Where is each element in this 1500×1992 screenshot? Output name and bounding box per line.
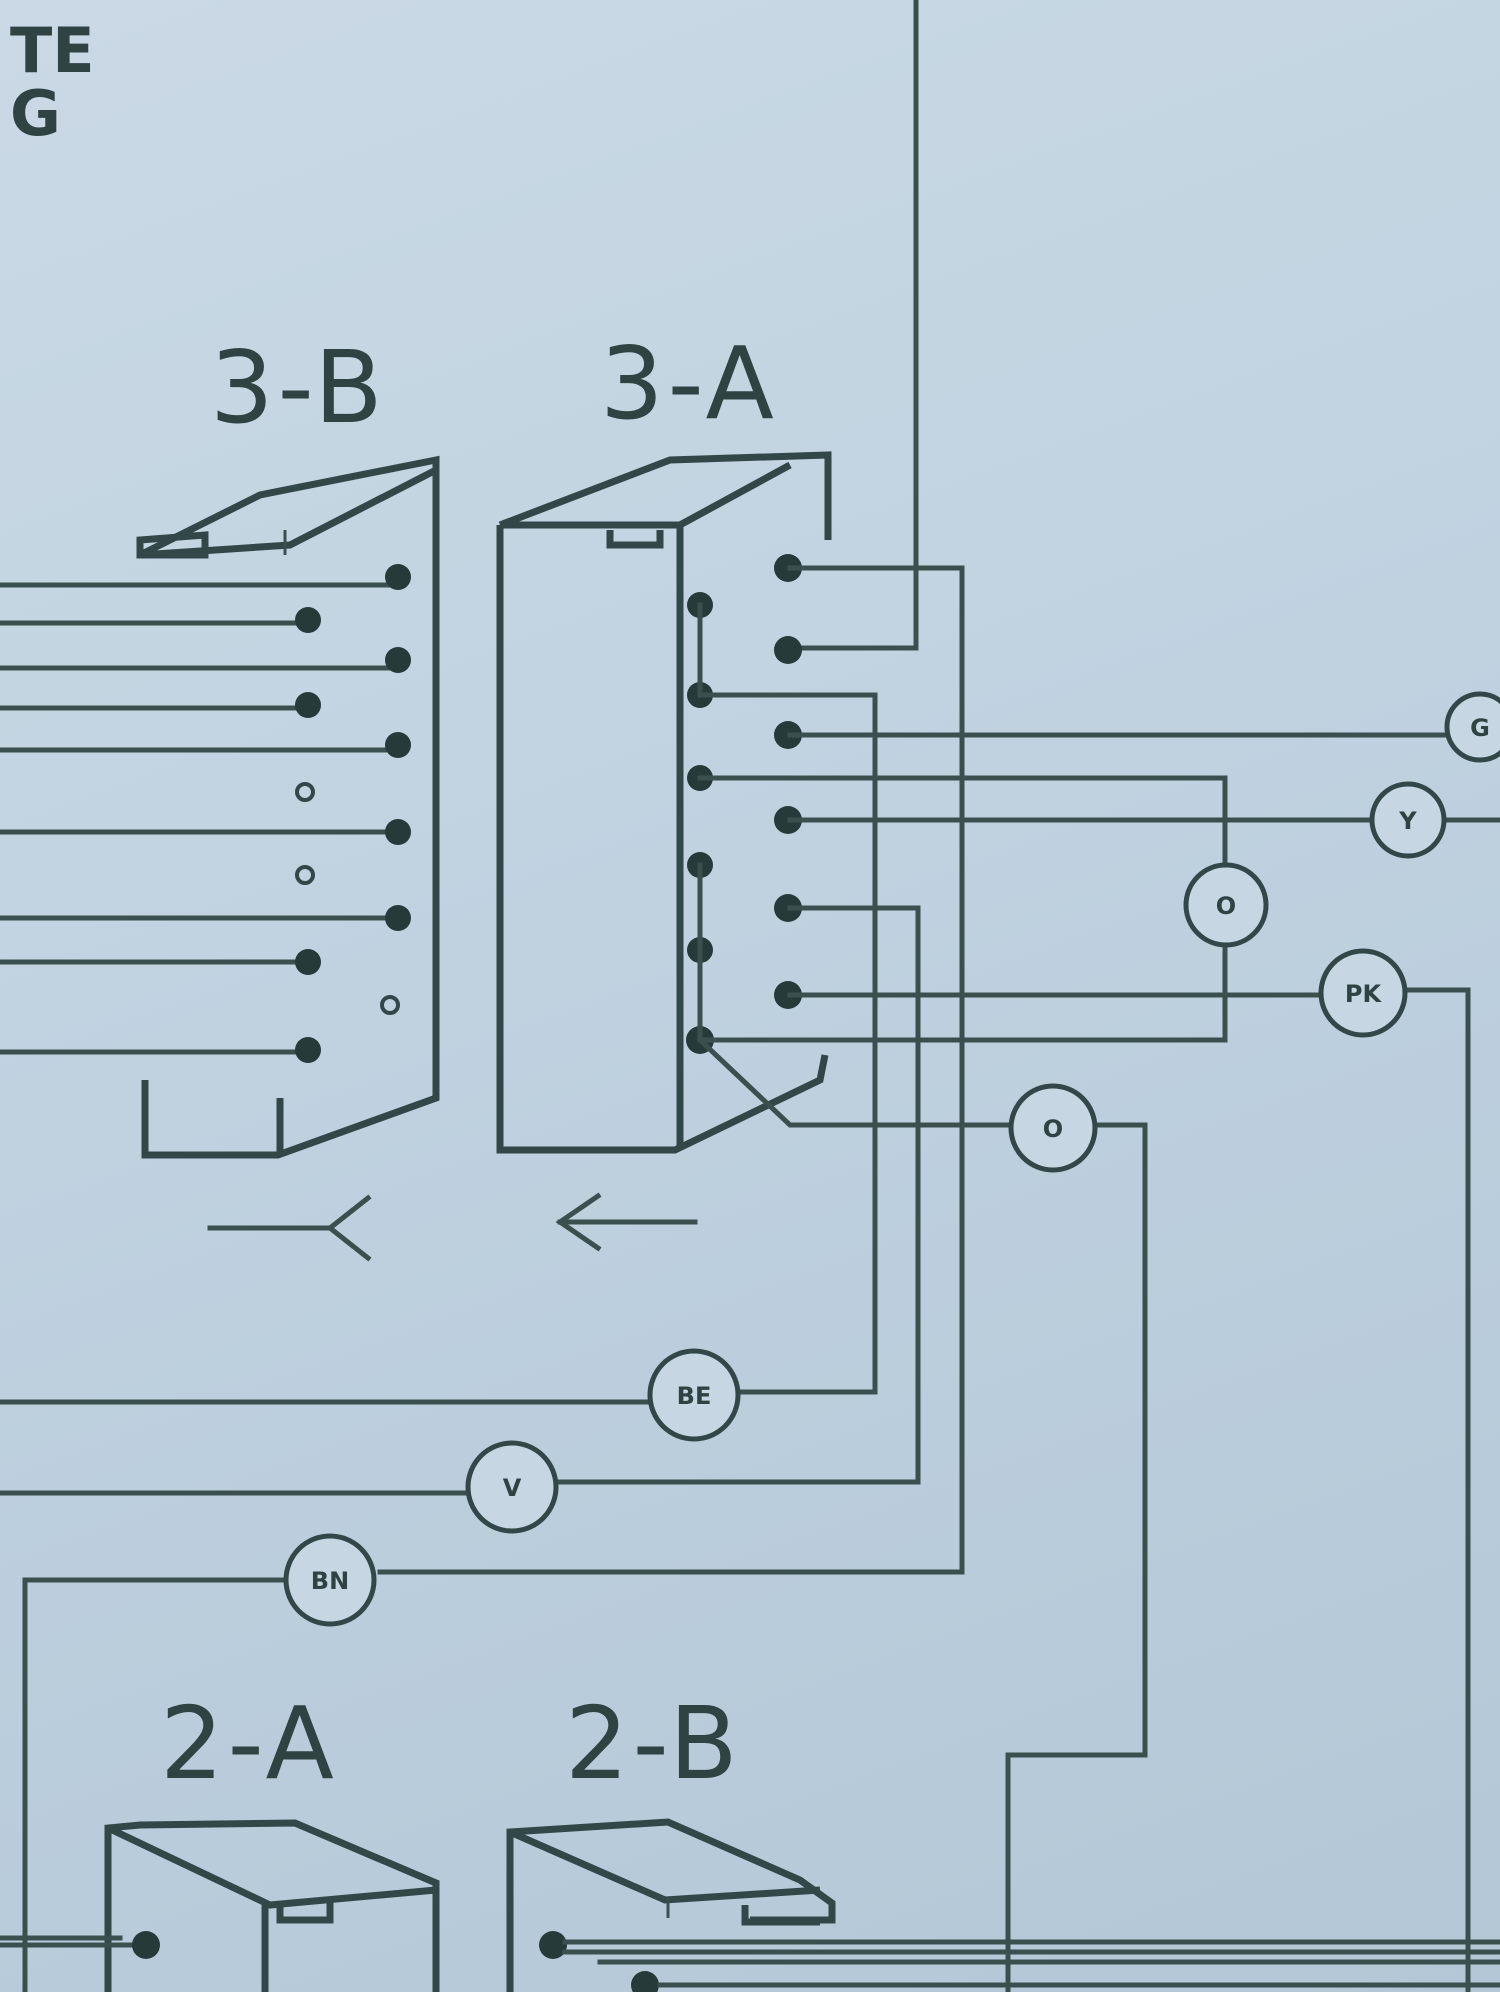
connector-3b-housing xyxy=(138,455,440,1159)
wire-bn-rail xyxy=(377,565,965,1575)
connector-3a-top xyxy=(498,451,832,540)
connector-3a xyxy=(496,451,832,1154)
pin-3b-12 xyxy=(295,1037,321,1063)
connector-3a-lid xyxy=(500,461,792,529)
pin-3b-9 xyxy=(385,905,411,931)
pin-3b-1 xyxy=(385,564,411,590)
wire-tag-pk: PK xyxy=(1318,948,1408,1038)
wire-tag-o-upper: O xyxy=(1183,862,1269,948)
corner-text-line-2: G xyxy=(10,77,61,150)
connector-2b-housing xyxy=(506,1818,836,1992)
wire-tags: G Y O PK O BE xyxy=(283,691,1500,1627)
connector-label-3a: 3-A xyxy=(600,325,778,442)
pin-2b-1 xyxy=(539,1931,567,1959)
wire-network xyxy=(0,565,1500,1992)
svg-text:Y: Y xyxy=(1398,807,1417,835)
wire-tag-be: BE xyxy=(647,1348,741,1442)
connector-3a-latch xyxy=(606,530,664,549)
wire-o-lower xyxy=(696,1036,1013,1128)
pin-3b-2 xyxy=(295,607,321,633)
wire-tag-bn: BN xyxy=(283,1533,377,1627)
wire-tag-g: G xyxy=(1444,691,1500,763)
wires-2b-out xyxy=(562,1939,1500,1988)
wire-v-rail xyxy=(552,905,921,1485)
connector-label-3b: 3-B xyxy=(210,329,387,446)
svg-text:O: O xyxy=(1216,892,1236,920)
connector-2a-latch xyxy=(276,1900,334,1924)
wire-bn-left xyxy=(22,1577,303,1992)
wire-tag-o-lower: O xyxy=(1008,1083,1098,1173)
wire-tag-y: Y xyxy=(1369,781,1447,859)
connector-3a-pins xyxy=(686,554,802,1054)
connector-2b-latch xyxy=(741,1905,820,1926)
connector-2a xyxy=(0,1819,440,1992)
direction-fork-arrow-icon xyxy=(207,1194,372,1262)
pin-3b-7 xyxy=(385,819,411,845)
svg-text:BN: BN xyxy=(311,1567,349,1595)
wire-o-lower-out xyxy=(1005,1122,1148,1992)
connector-3b-latch xyxy=(136,531,209,559)
connector-2b-lid xyxy=(508,1828,821,1904)
pin-2a-1 xyxy=(132,1931,160,1959)
wire-tag-v: V xyxy=(465,1440,559,1534)
pin-3b-10 xyxy=(295,949,321,975)
connector-2a-lid xyxy=(106,1824,437,1909)
connector-label-2a: 2-A xyxy=(160,1685,338,1802)
wire-be-rail xyxy=(697,692,878,1395)
direction-left-arrow-icon xyxy=(555,1192,698,1252)
pin-3a-2 xyxy=(774,636,802,664)
connector-2a-housing xyxy=(104,1819,440,1992)
connector-3b-lid xyxy=(139,466,438,559)
pin-3b-8-empty xyxy=(295,865,315,885)
wire-o-upper-bottom xyxy=(697,942,1228,1043)
wire-o-upper-top xyxy=(697,775,1228,868)
svg-text:PK: PK xyxy=(1345,980,1383,1008)
wire-top-feed xyxy=(787,0,919,651)
wire-pk-out xyxy=(1405,987,1471,1992)
svg-text:BE: BE xyxy=(677,1382,712,1410)
connector-3b-wires xyxy=(0,582,399,1055)
connector-3b-pins xyxy=(295,564,411,1063)
corner-text-line-1: TE xyxy=(10,14,95,87)
pin-3b-5 xyxy=(385,732,411,758)
svg-text:G: G xyxy=(1470,714,1490,742)
pin-3b-11-empty xyxy=(380,995,400,1015)
pin-2b-2 xyxy=(631,1971,659,1992)
svg-text:O: O xyxy=(1043,1115,1063,1143)
pin-3b-4 xyxy=(295,692,321,718)
connector-3b xyxy=(0,455,440,1159)
connector-2b xyxy=(506,1818,836,1992)
pin-3b-3 xyxy=(385,647,411,673)
svg-text:V: V xyxy=(503,1474,522,1502)
connector-3a-housing xyxy=(496,525,829,1154)
connector-label-2b: 2-B xyxy=(565,1685,742,1802)
pin-3b-6-empty xyxy=(295,782,315,802)
